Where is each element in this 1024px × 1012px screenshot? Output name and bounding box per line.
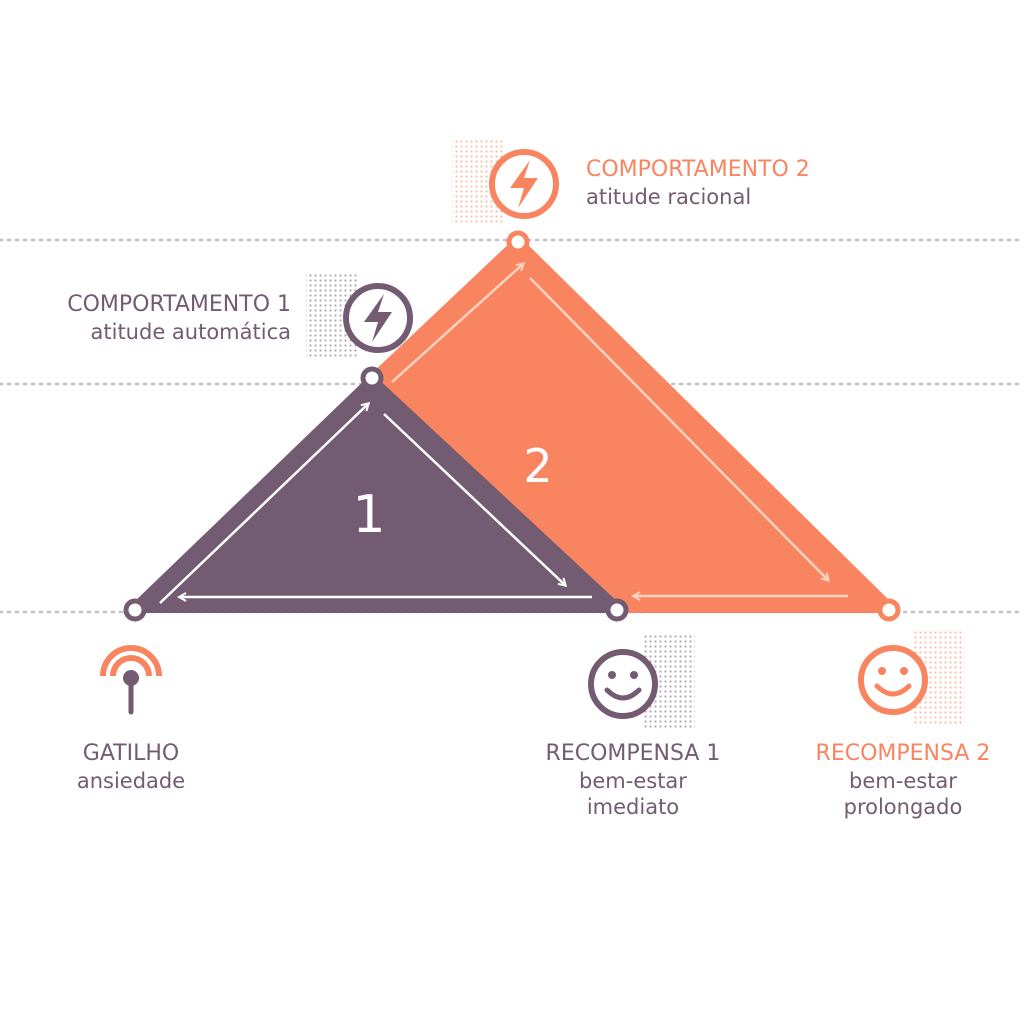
smiley-face-icon (858, 630, 965, 724)
vertex-nodes (123, 230, 901, 622)
reward1-title: RECOMPENSA 1 (545, 741, 721, 766)
smiley-face-icon (588, 634, 695, 728)
arrow-to-behavior1 (159, 404, 368, 604)
halftone-shadow (452, 138, 504, 224)
trigger-subtitle: ansiedade (76, 768, 186, 793)
triangle-1-number: 1 (352, 485, 385, 545)
arrow-to-reward1 (383, 413, 565, 585)
halftone-shadow (306, 272, 358, 358)
triangle-2-number: 2 (523, 439, 552, 493)
triangle-1-shape (130, 375, 622, 613)
reward1-line1: bem-estar (579, 768, 687, 793)
reward2-line2: prolongado (843, 794, 963, 819)
node-reward2 (877, 598, 901, 622)
node-reward1 (605, 598, 629, 622)
arrow-to-reward2 (529, 277, 828, 580)
halftone-shadow (643, 634, 695, 728)
reward2-label: RECOMPENSA 2 bem-estar prolongado (790, 740, 1016, 820)
reward2-title: RECOMPENSA 2 (815, 741, 991, 766)
node-trigger (123, 598, 147, 622)
lightning-bolt-icon (306, 272, 413, 358)
arrow-to-behavior2 (391, 264, 523, 383)
behavior2-title: COMPORTAMENTO 2 (586, 157, 810, 182)
behavior1-subtitle: atitude automática (90, 319, 291, 344)
behavior2-subtitle: atitude racional (586, 184, 752, 209)
node-behavior2 (506, 230, 530, 254)
trigger-label: GATILHO ansiedade (46, 740, 216, 794)
lightning-bolt-icon (452, 138, 559, 224)
behavior1-title: COMPORTAMENTO 1 (67, 292, 291, 317)
signal-antenna-icon (100, 645, 162, 715)
halftone-shadow (913, 630, 965, 724)
reward1-line2: imediato (586, 794, 680, 819)
behavior2-label: COMPORTAMENTO 2 atitude racional (586, 156, 810, 210)
node-behavior1 (360, 366, 384, 390)
reward2-line1: bem-estar (849, 768, 957, 793)
behavior1-label: COMPORTAMENTO 1 atitude automática (67, 291, 291, 345)
trigger-title: GATILHO (82, 741, 180, 766)
triangle-1: 1 (130, 375, 622, 613)
reward1-label: RECOMPENSA 1 bem-estar imediato (518, 740, 748, 820)
